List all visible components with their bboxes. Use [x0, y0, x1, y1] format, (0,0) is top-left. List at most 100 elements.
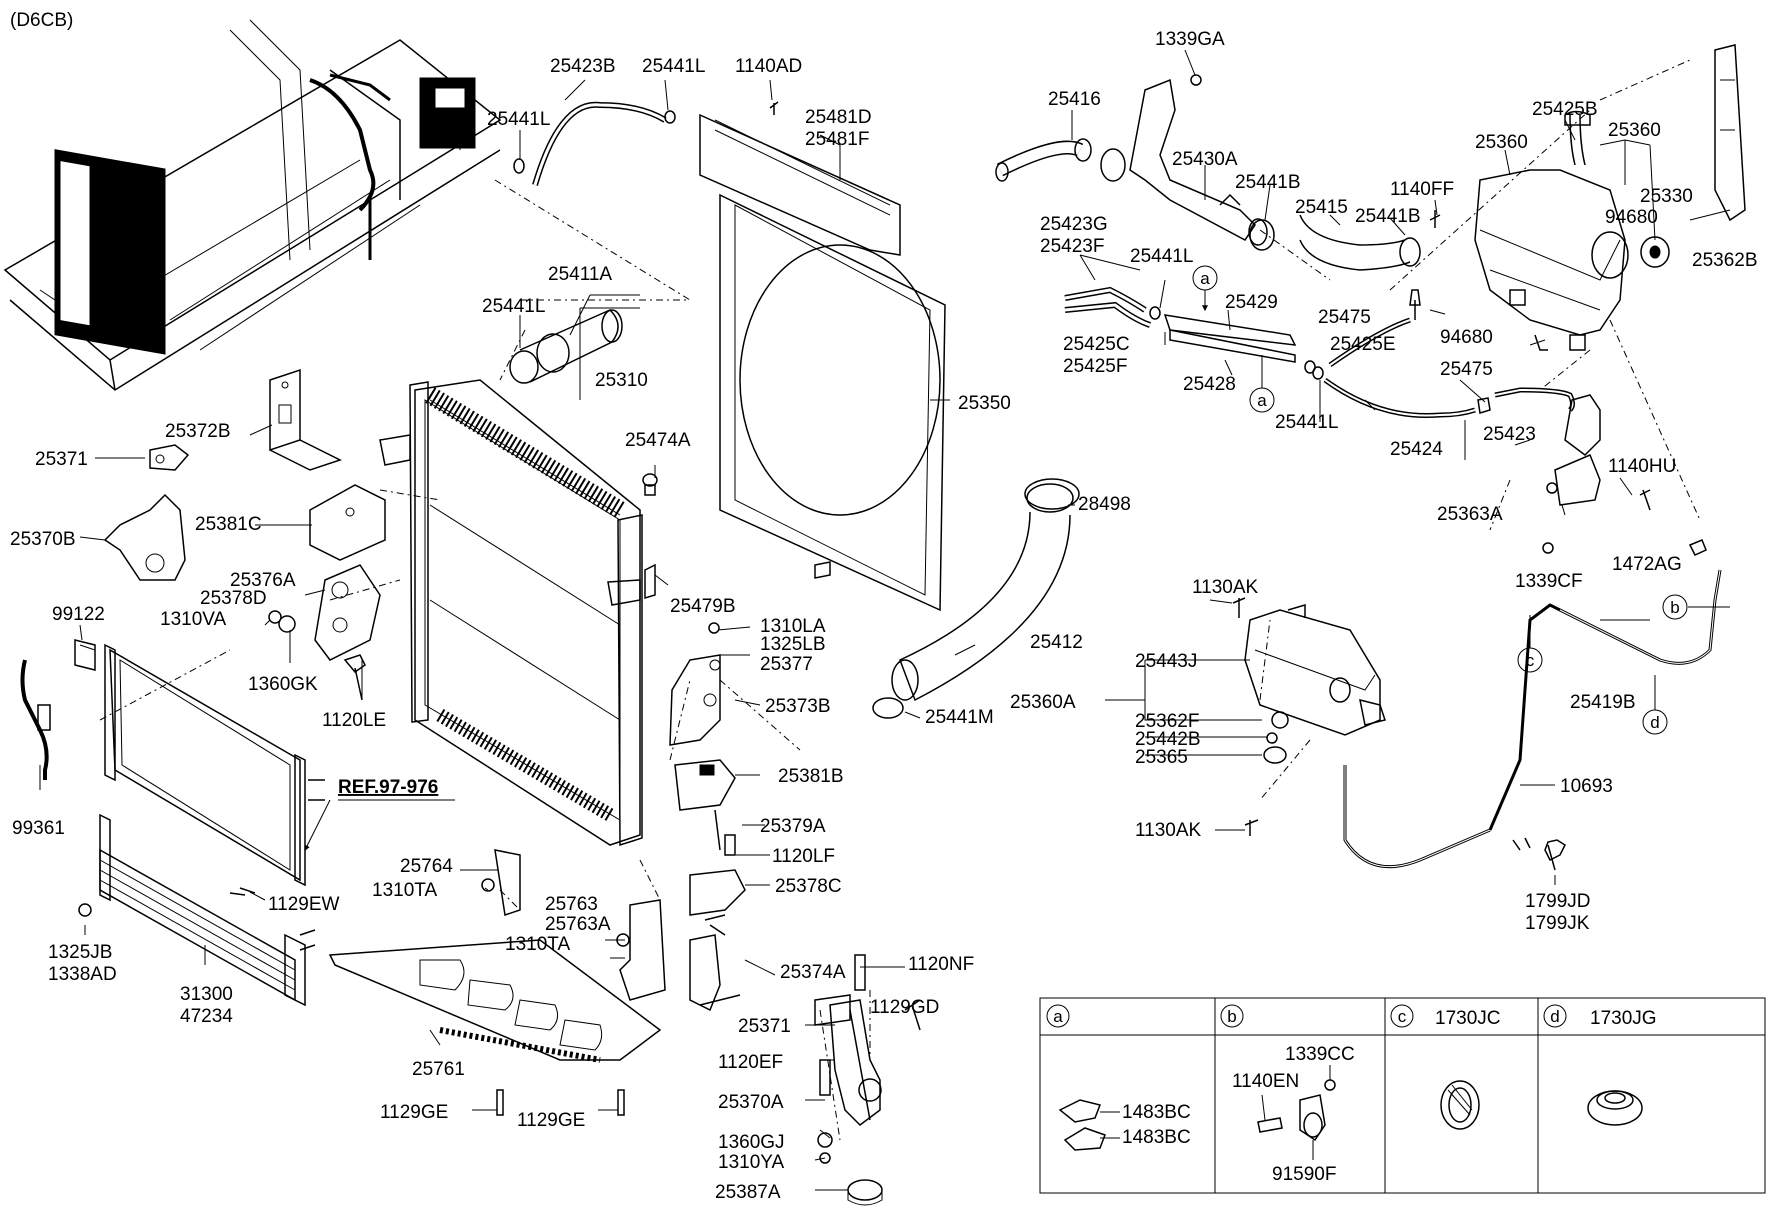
label-1472ag: 1472AG [1612, 554, 1682, 575]
label-1325jb: 1325JB [48, 942, 112, 963]
label-25441b: 25441B [1235, 172, 1301, 193]
legend-letter-a: a [1053, 1007, 1063, 1026]
callout-a-bottom: a [1257, 391, 1267, 410]
label-1310ta: 1310TA [372, 880, 437, 901]
label-1140ad: 1140AD [735, 56, 802, 77]
label-25423: 25423 [1483, 424, 1536, 445]
label-25365: 25365 [1135, 747, 1188, 768]
label-1339ga: 1339GA [1155, 29, 1225, 50]
label-25360: 25360 [1475, 132, 1528, 153]
condenser [20, 643, 325, 887]
label-25363a: 25363A [1437, 504, 1503, 525]
label-25371: 25371 [35, 449, 88, 470]
label-25416: 25416 [1048, 89, 1101, 110]
callout-c: c [1526, 651, 1535, 670]
label-1130ak: 1130AK [1135, 820, 1202, 841]
label-25310: 25310 [595, 370, 648, 391]
legend-letter-b: b [1227, 1007, 1236, 1026]
label-1129ge: 1129GE [517, 1110, 585, 1131]
label-25330: 25330 [1640, 186, 1693, 207]
label-25374a: 25374A [780, 962, 846, 983]
callout-circles: a a b c d [1192, 265, 1730, 735]
label-1130ak: 1130AK [1192, 577, 1259, 598]
label-25362f: 25362F [1135, 711, 1199, 732]
legend-b-part-2: 1140EN [1232, 1071, 1299, 1092]
label-25441l: 25441L [1130, 246, 1193, 267]
radiator [379, 379, 658, 847]
label-1310la: 1310LA [760, 616, 826, 637]
label-25415: 25415 [1295, 197, 1348, 218]
label-25412: 25412 [1030, 632, 1083, 653]
label-25360: 25360 [1608, 120, 1661, 141]
label-99361: 99361 [12, 818, 65, 839]
lower-engine-mount [814, 954, 921, 1206]
label-1129ge: 1129GE [380, 1102, 448, 1123]
label-1140hu: 1140HU [1608, 456, 1676, 477]
label-25360a: 25360A [1010, 692, 1076, 713]
label-25481f: 25481F [805, 129, 869, 150]
label-25479b: 25479B [670, 596, 736, 617]
label-1120le: 1120LE [322, 710, 386, 731]
callout-a-top: a [1200, 269, 1210, 288]
label-10693: 10693 [1560, 776, 1613, 797]
legend-code-c: 1730JC [1435, 1008, 1501, 1029]
legend-letter-d: d [1550, 1007, 1559, 1026]
label-25370b: 25370B [10, 529, 76, 550]
label-25761: 25761 [412, 1059, 465, 1080]
label-25441l: 25441L [487, 109, 550, 130]
oil-cooler [78, 813, 316, 1007]
label-47234: 47234 [180, 1006, 233, 1027]
model-code: (D6CB) [10, 10, 73, 31]
label-1310va: 1310VA [160, 609, 227, 630]
label-1310ta: 1310TA [505, 934, 570, 955]
label-31300: 31300 [180, 984, 233, 1005]
label-25378d: 25378D [200, 588, 267, 609]
label-1120nf: 1120NF [908, 954, 974, 975]
radiator-mount-brackets [669, 622, 746, 1012]
legend-b-part-3: 91590F [1272, 1164, 1336, 1185]
label-25381c: 25381C [195, 514, 262, 535]
legend-table: a b c 1730JC d 1730JG 1483BC 1483BC 1339… [1039, 997, 1766, 1194]
callout-d: d [1650, 713, 1659, 732]
label-25441l: 25441L [1275, 412, 1338, 433]
label-25423b: 25423B [550, 56, 616, 77]
label-99122: 99122 [52, 604, 105, 625]
upper-right-hoses [995, 74, 1441, 271]
left-brackets [74, 368, 386, 701]
label-25475: 25475 [1440, 359, 1493, 380]
reference-label: REF.97-976 [338, 777, 438, 798]
label-25474a: 25474A [625, 430, 691, 451]
label-25764: 25764 [400, 856, 453, 877]
label-25423f: 25423F [1040, 236, 1104, 257]
label-1310ya: 1310YA [718, 1152, 785, 1173]
label-25377: 25377 [760, 654, 813, 675]
label-1120ef: 1120EF [718, 1052, 783, 1073]
label-25763: 25763 [545, 894, 598, 915]
label-25425b: 25425B [1532, 99, 1598, 120]
label-25441l: 25441L [642, 56, 705, 77]
legend-code-d: 1730JG [1590, 1008, 1657, 1029]
label-1325lb: 1325LB [760, 634, 826, 655]
label-25373b: 25373B [765, 696, 831, 717]
lower-radiator-hose [872, 478, 1080, 719]
label-25372b: 25372B [165, 421, 231, 442]
label-25425c: 25425C [1063, 334, 1130, 355]
legend-b-part-1: 1339CC [1285, 1044, 1355, 1065]
label-25376a: 25376A [230, 570, 296, 591]
expansion-tank [1232, 569, 1722, 871]
bypass-pipes [1064, 286, 1324, 380]
label-25428: 25428 [1183, 374, 1236, 395]
label-25424: 25424 [1390, 439, 1443, 460]
label-25419b: 25419B [1570, 692, 1636, 713]
leader-lines [39, 49, 1731, 1191]
surge-tank [1474, 44, 1746, 556]
label-1129gd: 1129GD [870, 997, 939, 1018]
label-25442b: 25442B [1135, 729, 1201, 750]
label-1360gk: 1360GK [248, 674, 318, 695]
label-1339cf: 1339CF [1515, 571, 1583, 592]
label-25350: 25350 [958, 393, 1011, 414]
label-1140ff: 1140FF [1390, 179, 1454, 200]
label-25443j: 25443J [1135, 651, 1197, 672]
label-25381b: 25381B [778, 766, 844, 787]
